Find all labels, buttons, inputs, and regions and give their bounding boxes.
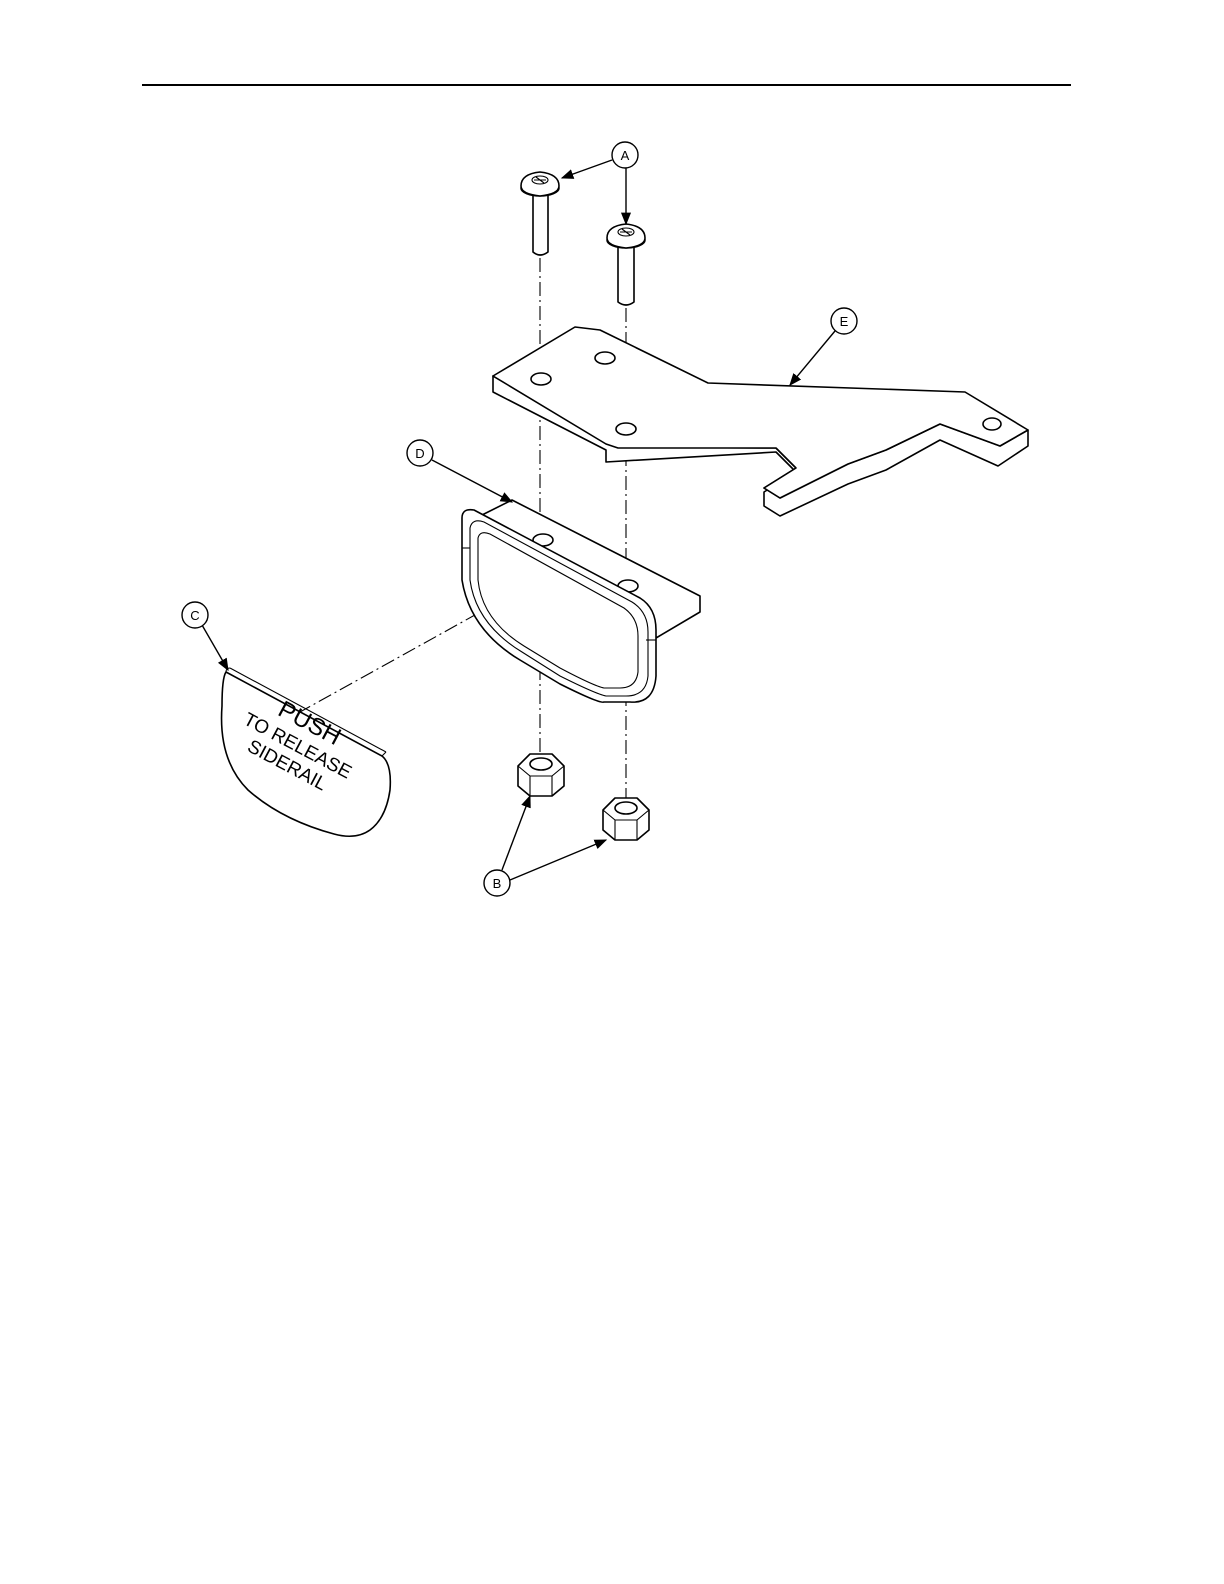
callout-a-label: A xyxy=(621,148,630,163)
callout-d-label: D xyxy=(415,446,424,461)
screw-part-a-right xyxy=(607,224,645,305)
hex-nut-part-b-right xyxy=(603,798,649,840)
push-button-part-d xyxy=(462,500,700,702)
callout-c: C xyxy=(182,602,208,628)
callout-d: D xyxy=(407,440,433,466)
callout-a: A xyxy=(612,142,638,168)
callout-b: B xyxy=(484,870,510,896)
callout-e-label: E xyxy=(840,314,849,329)
bracket-plate-part-e xyxy=(493,327,1028,516)
callout-c-label: C xyxy=(190,608,199,623)
label-plate-part-c: PUSH TO RELEASE SIDERAIL xyxy=(222,668,391,836)
hex-nut-part-b-left xyxy=(518,754,564,796)
callout-e: E xyxy=(831,308,857,334)
callout-b-label: B xyxy=(493,876,502,891)
screw-part-a-left xyxy=(521,172,559,255)
